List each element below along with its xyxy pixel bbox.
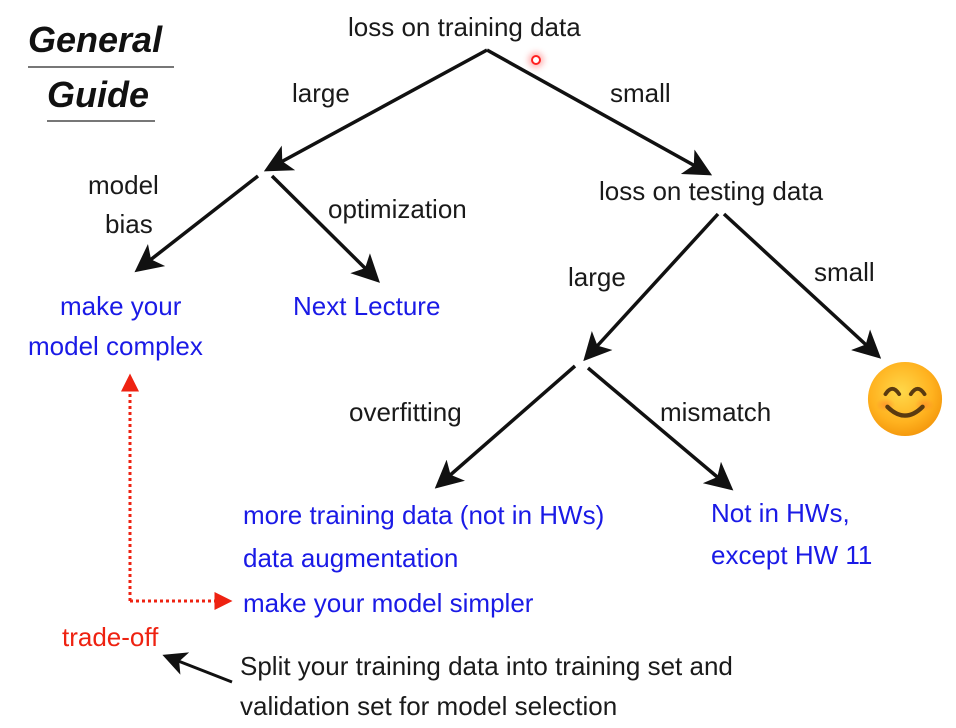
edge-mismatch	[586, 366, 734, 491]
edge-test-large	[583, 212, 720, 362]
label-model: model	[88, 170, 159, 200]
title-general: General	[28, 19, 163, 60]
edge-model-bias	[134, 174, 260, 273]
label-overfitting: overfitting	[349, 397, 462, 427]
label-mismatch: mismatch	[660, 397, 772, 427]
node-next-lecture: Next Lecture	[293, 291, 441, 321]
node-make-simpler: make your model simpler	[243, 588, 534, 618]
node-make-complex-line1: make your	[60, 291, 182, 321]
label-test-small: small	[814, 257, 875, 287]
node-loss-testing: loss on testing data	[599, 176, 824, 206]
node-more-training-data: more training data (not in HWs)	[243, 500, 605, 530]
smiling-face-icon	[867, 361, 943, 437]
node-make-complex-line2: model complex	[28, 331, 203, 361]
title-underline-2	[47, 120, 155, 122]
node-not-in-hws-line2: except HW 11	[711, 540, 873, 570]
label-optimization: optimization	[328, 194, 467, 224]
edge-overfitting	[434, 364, 577, 489]
edge-train-large	[263, 48, 488, 172]
label-test-large: large	[568, 262, 626, 292]
label-train-small: small	[610, 78, 671, 108]
title-guide: Guide	[47, 74, 150, 115]
label-train-large: large	[292, 78, 350, 108]
title-underline-1	[28, 66, 174, 68]
edge-split-to-tradeoff	[162, 652, 233, 684]
edge-train-small	[486, 48, 713, 176]
node-not-in-hws-line1: Not in HWs,	[711, 498, 850, 528]
node-loss-training: loss on training data	[348, 12, 581, 42]
note-split-line2: validation set for model selection	[240, 691, 618, 721]
edge-test-small	[722, 212, 882, 359]
label-bias: bias	[105, 209, 153, 239]
node-data-augmentation: data augmentation	[243, 543, 459, 573]
note-split-line1: Split your training data into training s…	[240, 651, 733, 681]
laser-pointer	[531, 55, 541, 65]
label-trade-off: trade-off	[62, 622, 159, 652]
edge-optimization	[270, 174, 380, 283]
